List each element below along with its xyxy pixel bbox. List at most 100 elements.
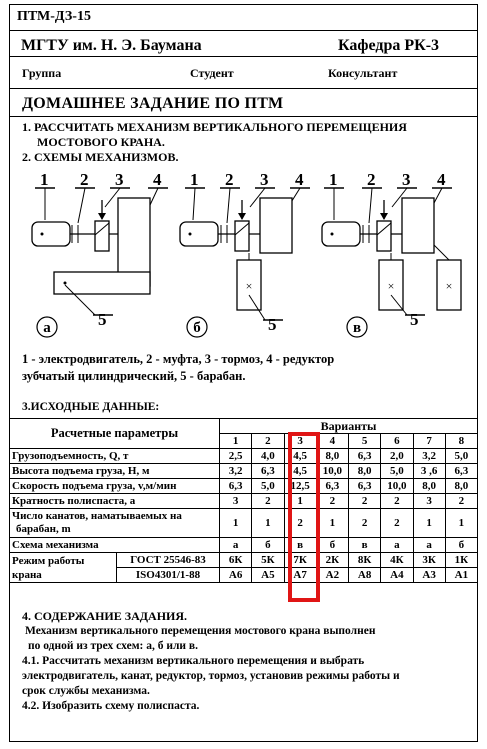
section-4-text: срок службы механизма. <box>22 685 150 697</box>
table-cell: А5 <box>251 567 285 583</box>
table-cell: 2 <box>444 493 479 509</box>
table-cell: 5,0 <box>444 448 479 464</box>
table-cell: 6,3 <box>251 463 285 479</box>
table-cell: 5,0 <box>380 463 414 479</box>
table-row: Скорость подъема груза, v,м/мин 6,3 5,0 … <box>9 478 479 494</box>
variant-number: 4 <box>315 433 350 449</box>
page-frame <box>9 4 478 742</box>
table-cell: 2 <box>347 493 382 509</box>
legend-line-2: зубчатый цилиндрический, 5 - барабан. <box>22 369 246 383</box>
table-cell: А1 <box>444 567 479 583</box>
variant-number: 7 <box>412 433 446 449</box>
mode-label-line: крана <box>12 568 42 581</box>
header-divider <box>9 30 478 31</box>
callout-5: 5 <box>268 315 277 334</box>
table-cell: 3 <box>218 493 253 509</box>
section-4-text: по одной из трех схем: а, б или в. <box>28 640 199 652</box>
table-cell: а <box>218 537 253 553</box>
iso-label: ISO4301/1-88 <box>116 567 220 583</box>
table-cell: 8,0 <box>412 478 446 494</box>
variant-numbers-row: 1 2 3 4 5 6 7 8 <box>10 433 479 449</box>
table-cell: а <box>412 537 446 553</box>
table-cell: 8,0 <box>347 463 382 479</box>
student-label: Студент <box>190 66 234 80</box>
callout-1: 1 <box>190 170 199 189</box>
section-4-text: 4.1. Рассчитать механизм вертикального п… <box>22 655 365 667</box>
scheme-label-b: б <box>193 320 201 336</box>
row-label-line: барабан, m <box>16 523 71 535</box>
table-cell: а <box>380 537 414 553</box>
scheme-b: 1 2 3 4 × 5 б <box>179 170 310 338</box>
table-cell: 1 <box>315 508 350 538</box>
table-cell: А6 <box>218 567 253 583</box>
row-label: Грузоподъемность, Q, т <box>9 448 220 464</box>
department-name: Кафедра РК-3 <box>338 37 440 54</box>
table-cell: А4 <box>380 567 414 583</box>
table-cell: 5К <box>251 552 285 568</box>
callout-3: 3 <box>115 170 124 189</box>
table-cell: 1 <box>444 508 479 538</box>
scheme-label-a: а <box>43 320 51 336</box>
section-3-heading: 3.ИСХОДНЫЕ ДАННЫЕ: <box>22 401 160 413</box>
title-divider <box>9 116 478 117</box>
callout-2: 2 <box>80 170 89 189</box>
callout-2: 2 <box>367 170 376 189</box>
table-cell: 2,0 <box>380 448 414 464</box>
table-cell: 6К <box>218 552 253 568</box>
table-cell: А3 <box>412 567 446 583</box>
table-cell: 8,0 <box>315 448 350 464</box>
mode-label-line: Режим работы <box>12 554 85 567</box>
callout-4: 4 <box>437 170 446 189</box>
table-cell: б <box>315 537 350 553</box>
task-item-2: 2. СХЕМЫ МЕХАНИЗМОВ. <box>22 150 179 164</box>
callout-5: 5 <box>410 310 419 329</box>
task-item-1-cont: МОСТОВОГО КРАНА. <box>37 135 165 149</box>
table-cell: 2 <box>251 493 285 509</box>
table-cell: 3К <box>412 552 446 568</box>
variants-header: Варианты <box>219 418 478 434</box>
table-cell: 10,0 <box>315 463 350 479</box>
table-cell: 1К <box>444 552 479 568</box>
variant-number: 6 <box>380 433 414 449</box>
table-cell: 3,2 <box>218 463 253 479</box>
callout-1: 1 <box>329 170 338 189</box>
mechanism-schemes-diagram: 1 2 3 4 5 а 1 2 3 4 <box>31 170 462 338</box>
header-divider <box>9 56 478 57</box>
row-label: Схема механизма <box>9 537 220 553</box>
source-data-table: Расчетные параметры Варианты 1 2 3 4 5 6… <box>9 418 479 583</box>
scheme-a: 1 2 3 4 5 а <box>31 170 168 338</box>
consultant-label: Консультант <box>328 66 398 80</box>
table-cell: 6,3 <box>315 478 350 494</box>
table-row: ISO4301/1-88 А6 А5 А7 А2 А8 А4 А3 А1 <box>10 567 479 583</box>
drum-x-mark: × <box>388 279 395 293</box>
drum-x-mark: × <box>246 279 253 293</box>
param-header: Расчетные параметры <box>9 418 220 449</box>
row-label-line: Число канатов, наматываемых на <box>12 510 182 522</box>
row-label: Число канатов, наматываемых на барабан, … <box>9 508 220 538</box>
variant-3-highlight <box>288 432 320 602</box>
row-label: Кратность полиспаста, а <box>9 493 220 509</box>
drum-x-mark: × <box>446 279 453 293</box>
table-cell: в <box>347 537 382 553</box>
table-cell: 2 <box>347 508 382 538</box>
table-cell: 1 <box>412 508 446 538</box>
table-cell: 6,3 <box>444 463 479 479</box>
institution-name: МГТУ им. Н. Э. Баумана <box>21 37 202 54</box>
table-cell: 8К <box>347 552 382 568</box>
table-cell: 8,0 <box>444 478 479 494</box>
callout-1: 1 <box>40 170 49 189</box>
scheme-v: 1 2 3 4 × × 5 в <box>321 170 462 338</box>
table-cell: 4,0 <box>251 448 285 464</box>
table-cell: А2 <box>315 567 350 583</box>
table-row: Высота подъема груза, Н, м 3,2 6,3 4,5 1… <box>9 463 479 479</box>
variant-number: 5 <box>347 433 382 449</box>
table-header-row: Расчетные параметры Варианты <box>9 418 478 449</box>
table-cell: 1 <box>251 508 285 538</box>
table-cell: 6,3 <box>347 448 382 464</box>
task-item-1: 1. РАССЧИТАТЬ МЕХАНИЗМ ВЕРТИКАЛЬНОГО ПЕР… <box>22 120 407 134</box>
callout-3: 3 <box>260 170 269 189</box>
table-cell: 1 <box>218 508 253 538</box>
table-row: Число канатов, наматываемых на барабан, … <box>9 508 479 538</box>
section-4-text: Механизм вертикального перемещения мосто… <box>25 625 376 637</box>
mode-label: Режим работы крана <box>9 552 117 583</box>
